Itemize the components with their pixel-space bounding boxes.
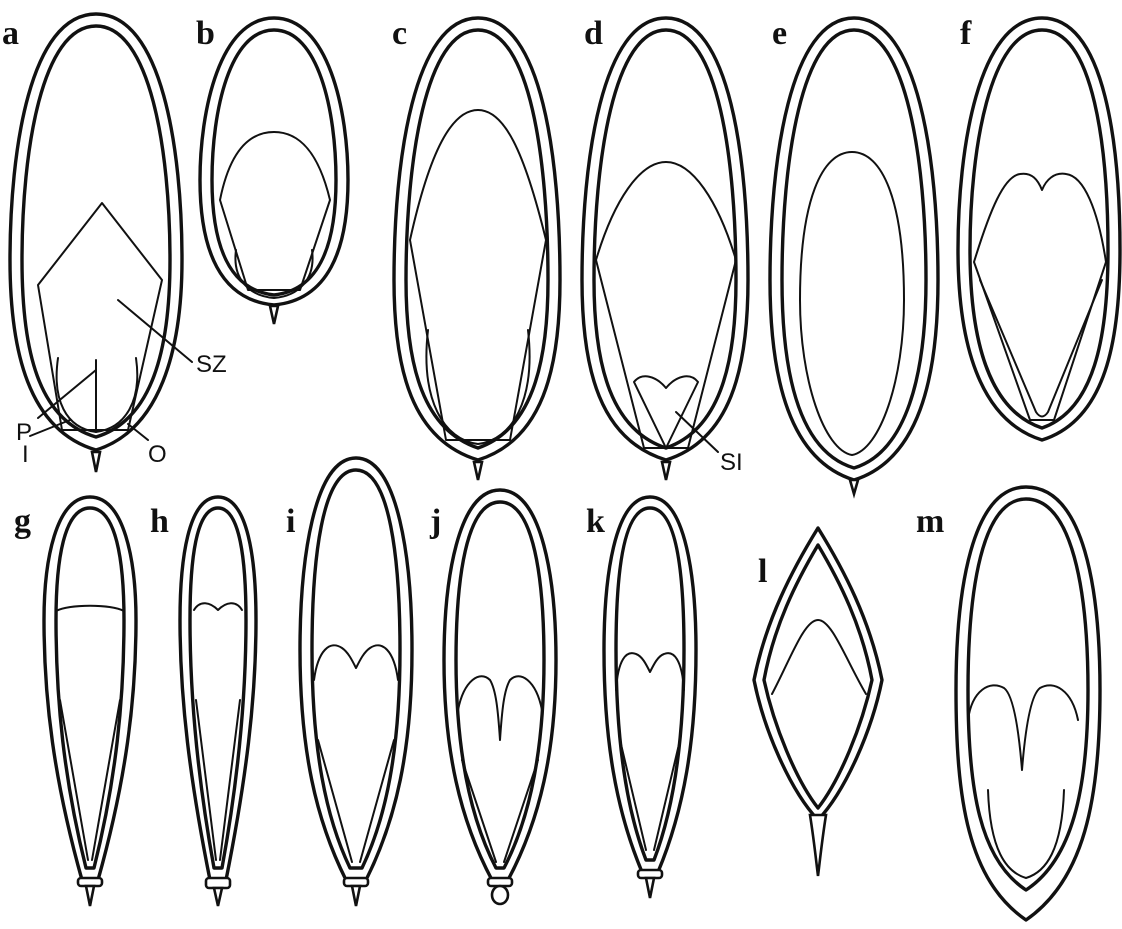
- panel-c: c: [392, 15, 560, 480]
- panel-m: m: [916, 487, 1100, 920]
- inner-testa: [616, 508, 684, 860]
- funicle-base: [206, 878, 230, 888]
- storage-boundary: [314, 645, 398, 680]
- storage-zone: [772, 620, 866, 694]
- panel-e: e: [770, 15, 938, 494]
- micropyle-tip: [92, 452, 100, 472]
- panel-a: a SZ P I O: [2, 14, 227, 472]
- panel-label-j: j: [429, 503, 441, 540]
- panel-label-b: b: [196, 15, 215, 52]
- label-sz: SZ: [196, 351, 227, 378]
- storage-zone: [800, 152, 904, 455]
- outer-testa: [770, 18, 938, 480]
- inner-testa: [594, 30, 736, 448]
- micropyle-tip: [352, 886, 360, 906]
- inner-testa: [456, 502, 544, 868]
- panel-f: f: [958, 15, 1120, 440]
- micropyle-knob: [492, 886, 508, 904]
- panel-label-k: k: [586, 503, 605, 540]
- micropyle-tail: [810, 815, 826, 876]
- panel-label-f: f: [960, 15, 972, 52]
- inner-integument: [426, 330, 529, 444]
- panel-label-h: h: [150, 503, 169, 540]
- storage-boundary: [458, 676, 542, 740]
- panel-label-c: c: [392, 15, 407, 52]
- panel-label-m: m: [916, 503, 944, 540]
- micropyle-tip: [662, 462, 670, 480]
- micropyle-tip: [474, 462, 482, 480]
- outer-testa: [956, 487, 1100, 920]
- panel-h: h: [150, 497, 256, 906]
- panel-label-d: d: [584, 15, 603, 52]
- micropyle-tip: [646, 878, 654, 898]
- outer-testa: [200, 18, 348, 305]
- micropyle-tip: [270, 306, 278, 324]
- panel-j: j: [429, 490, 556, 904]
- inner-testa: [968, 499, 1088, 890]
- panel-label-e: e: [772, 15, 787, 52]
- outer-testa: [394, 18, 560, 460]
- label-i: I: [22, 441, 29, 468]
- inner-testa: [970, 30, 1108, 428]
- panel-g: g: [14, 497, 136, 906]
- panel-d: d SI: [582, 15, 748, 480]
- panel-k: k: [586, 497, 696, 898]
- outer-testa: [444, 490, 556, 880]
- micropyle-tip: [850, 480, 858, 494]
- storage-boundary: [56, 606, 124, 611]
- inner-testa: [312, 470, 400, 868]
- panel-label-l: l: [758, 553, 767, 590]
- storage-boundary: [194, 603, 242, 610]
- panel-label-g: g: [14, 503, 31, 540]
- micropyle-tip: [214, 888, 222, 906]
- panel-i: i: [286, 458, 412, 906]
- panel-l: l: [754, 528, 882, 876]
- storage-boundary: [968, 685, 1078, 770]
- panel-label-i: i: [286, 503, 295, 540]
- panel-b: b: [196, 15, 348, 324]
- inner-integument: [980, 280, 1102, 417]
- inner-testa: [782, 30, 926, 468]
- outer-testa: [958, 18, 1120, 440]
- panel-label-a: a: [2, 15, 19, 52]
- label-si: SI: [720, 449, 743, 476]
- micropyle-tip: [86, 886, 94, 906]
- label-o: O: [148, 441, 167, 468]
- outer-testa: [754, 528, 882, 820]
- outer-testa: [582, 18, 748, 460]
- storage-boundary: [616, 653, 684, 690]
